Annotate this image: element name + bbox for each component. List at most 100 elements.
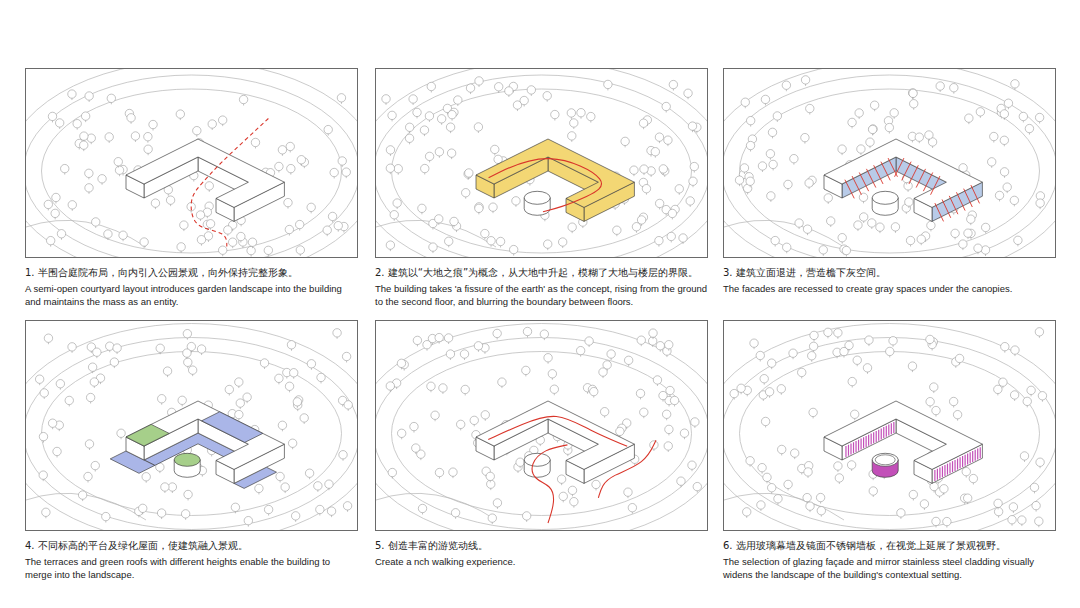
tree-symbol — [235, 378, 243, 386]
tree-symbol — [868, 125, 876, 133]
recess-arrow — [931, 176, 940, 195]
tree-symbol — [684, 89, 692, 97]
tree-symbol — [964, 229, 972, 237]
tree-symbol — [639, 119, 647, 127]
tree-symbol — [655, 236, 663, 244]
tree-symbol — [523, 327, 531, 335]
tree-symbol — [166, 196, 174, 204]
tree-symbol — [486, 472, 494, 480]
tree-symbol — [386, 382, 394, 390]
recess-arrow — [874, 165, 883, 184]
tree-symbol — [435, 148, 443, 156]
tree-symbol — [281, 483, 289, 491]
tree-symbol — [616, 427, 624, 435]
diagram-panel: 3. 建筑立面退进，营造檐下灰空间。The facades are recess… — [723, 68, 1056, 295]
tree-symbol — [943, 517, 951, 525]
tree-symbol — [78, 491, 86, 499]
tree-symbol — [746, 457, 754, 465]
tree-symbol — [333, 329, 341, 337]
tree-symbol — [848, 118, 856, 126]
tree-symbol — [798, 368, 806, 376]
tree-symbol — [225, 385, 233, 393]
tree-symbol — [689, 177, 697, 185]
tree-symbol — [803, 225, 811, 233]
tree-symbol — [487, 237, 495, 245]
tree-symbol — [446, 350, 454, 358]
tree-symbol — [897, 509, 905, 517]
tree-symbol — [850, 410, 858, 418]
axonometric-illustration — [26, 321, 357, 530]
tree-symbol — [509, 245, 517, 253]
tree-symbol — [493, 499, 501, 507]
tree-symbol — [423, 341, 431, 349]
glazing-stripe — [883, 427, 884, 438]
tree-symbol — [255, 484, 263, 492]
park-road — [724, 324, 1055, 531]
tree-symbol — [544, 240, 552, 248]
tree-symbol — [435, 468, 443, 476]
glazing-stripe — [873, 432, 874, 443]
glazing-stripe — [850, 444, 851, 455]
tree-symbol — [746, 141, 754, 149]
tree-symbol — [930, 482, 938, 490]
tree-symbol — [284, 198, 292, 206]
panel-frame — [25, 320, 358, 531]
building-roof — [476, 139, 634, 207]
tree-symbol — [655, 199, 663, 207]
tree-symbol — [278, 146, 286, 154]
tree-symbol — [236, 399, 244, 407]
tree-symbol — [218, 246, 226, 254]
tree-symbol — [278, 421, 286, 429]
round-pavilion — [872, 453, 898, 466]
walking-route — [191, 117, 270, 247]
tree-symbol — [522, 512, 530, 520]
tree-symbol — [107, 94, 115, 102]
park-road — [724, 493, 844, 520]
tree-symbol — [131, 132, 139, 140]
tree-symbol — [386, 164, 394, 172]
tree-symbol — [382, 77, 701, 256]
glazing-stripe — [977, 449, 978, 460]
tree-symbol — [291, 512, 299, 520]
tree-symbol — [1030, 483, 1038, 491]
tree-symbol — [640, 408, 648, 416]
glazing-stripe — [866, 436, 867, 447]
panel-caption: 4. 不同标高的平台及绿化屋面，使建筑融入景观。The terraces and… — [25, 538, 358, 581]
tree-symbol — [287, 164, 295, 172]
panel-caption: 6. 选用玻璃幕墙及镜面不锈钢墙板，在视觉上延展了景观视野。The select… — [723, 538, 1056, 581]
glazing-stripe — [952, 461, 953, 472]
tree-symbol — [93, 348, 101, 356]
panel-frame — [25, 68, 358, 258]
glazing-stripe — [965, 455, 966, 466]
panel-caption: 2. 建筑以“大地之痕”为概念，从大地中升起，模糊了大地与楼层的界限。The b… — [375, 265, 708, 308]
tree-symbol — [621, 137, 629, 145]
tree-symbol — [151, 199, 159, 207]
tree-symbol — [981, 246, 989, 254]
tree-symbol — [824, 194, 832, 202]
park-road — [740, 352, 1040, 516]
glazing-stripe — [947, 464, 948, 475]
recess-arrow — [956, 192, 965, 210]
tree-symbol — [771, 236, 779, 244]
tree-symbol — [293, 398, 301, 406]
park-road — [376, 493, 496, 520]
tree-symbol — [394, 165, 402, 173]
tree-symbol — [761, 417, 769, 425]
recess-arrow — [881, 162, 890, 181]
tree-symbol — [590, 387, 598, 395]
tree-symbol — [662, 102, 670, 110]
tree-symbol — [1011, 346, 1019, 354]
tree-symbol — [908, 89, 916, 97]
tree-symbol — [863, 364, 871, 372]
tree-symbol — [413, 336, 421, 344]
tree-symbol — [437, 115, 445, 123]
tree-symbol — [427, 382, 435, 390]
glazing-stripe — [858, 440, 859, 451]
walking-route — [488, 416, 627, 446]
park-road — [724, 324, 1055, 531]
walking-route — [489, 159, 602, 212]
panel-caption: 3. 建筑立面退进，营造檐下灰空间。The facades are recess… — [723, 265, 1056, 295]
tree-symbol — [666, 386, 674, 394]
tree-symbol — [859, 193, 867, 201]
tree-symbol — [890, 109, 898, 117]
